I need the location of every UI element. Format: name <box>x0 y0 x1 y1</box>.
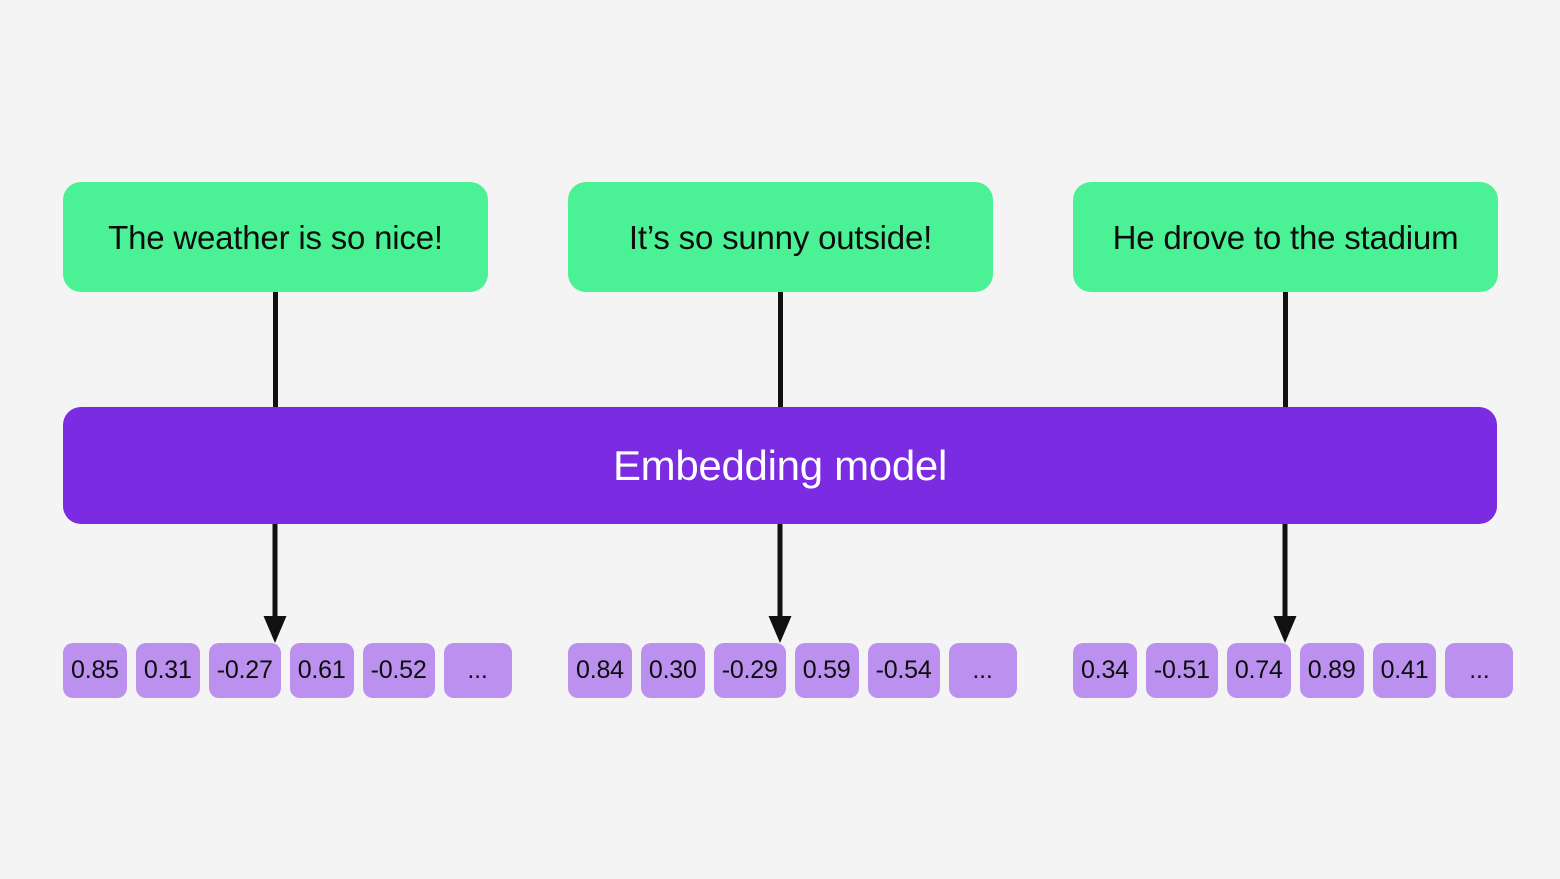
arrow-down-icon-0 <box>262 524 288 644</box>
vector-row-2: 0.34 -0.51 0.74 0.89 0.41... <box>1073 643 1514 698</box>
vector-chip: -0.51 <box>1145 643 1218 698</box>
vector-chip: 0.31 <box>135 643 200 698</box>
vector-chip-value: 0.89 <box>1307 656 1356 684</box>
vector-chip: -0.29 <box>713 643 786 698</box>
sentence-box-2: He drove to the stadium <box>1073 182 1498 292</box>
vector-chip-value: -0.51 <box>1153 656 1210 684</box>
sentence-text-2: He drove to the stadium <box>1112 218 1459 256</box>
vector-chip-value: ... <box>1469 656 1490 684</box>
vector-chip-value: ... <box>972 656 993 684</box>
vector-chip: 0.41 <box>1372 643 1437 698</box>
vector-chip-value: -0.54 <box>875 656 932 684</box>
vector-chip: 0.59 <box>794 643 859 698</box>
vector-chip-value: 0.85 <box>71 656 119 684</box>
vector-chip-value: -0.29 <box>721 656 778 684</box>
vector-chip-value: 0.84 <box>576 656 624 684</box>
vector-chip: 0.84 <box>568 643 632 698</box>
sentence-text-1: It’s so sunny outside! <box>628 218 933 256</box>
vector-chip: 0.89 <box>1299 643 1364 698</box>
vector-chip: 0.34 <box>1073 643 1137 698</box>
connector-line-2 <box>1283 292 1288 407</box>
vector-chip-value: ... <box>467 656 488 684</box>
vector-chip: ... <box>443 643 512 698</box>
vector-chip: -0.52 <box>362 643 435 698</box>
vector-chip: 0.85 <box>63 643 127 698</box>
embedding-model-label: Embedding model <box>612 441 948 489</box>
arrow-down-icon-1 <box>767 524 793 644</box>
vector-chip: ... <box>1445 643 1514 698</box>
sentence-box-1: It’s so sunny outside! <box>568 182 993 292</box>
vector-chip: -0.27 <box>208 643 281 698</box>
vector-chip: ... <box>948 643 1017 698</box>
vector-chip: 0.74 <box>1226 643 1291 698</box>
sentence-text-0: The weather is so nice! <box>108 218 443 256</box>
sentence-box-0: The weather is so nice! <box>63 182 488 292</box>
connector-line-0 <box>273 292 278 407</box>
embedding-model-bar: Embedding model <box>63 407 1497 524</box>
vector-chip-value: 0.41 <box>1380 656 1429 684</box>
vector-chip: -0.54 <box>867 643 940 698</box>
vector-chip-value: 0.31 <box>143 656 192 684</box>
vector-row-1: 0.84 0.30 -0.29 0.59 -0.54... <box>568 643 1017 698</box>
vector-chip-value: -0.52 <box>370 656 427 684</box>
vector-chip-value: 0.61 <box>297 656 346 684</box>
vector-chip: 0.30 <box>640 643 705 698</box>
vector-chip-value: 0.59 <box>802 656 851 684</box>
vector-chip-value: 0.74 <box>1234 656 1283 684</box>
vector-chip: 0.61 <box>289 643 354 698</box>
vector-chip-value: -0.27 <box>216 656 273 684</box>
vector-chip-value: 0.30 <box>648 656 697 684</box>
connector-line-1 <box>778 292 783 407</box>
vector-chip-value: 0.34 <box>1081 656 1129 684</box>
vector-row-0: 0.85 0.31 -0.27 0.61 -0.52... <box>63 643 512 698</box>
arrow-down-icon-2 <box>1272 524 1298 644</box>
